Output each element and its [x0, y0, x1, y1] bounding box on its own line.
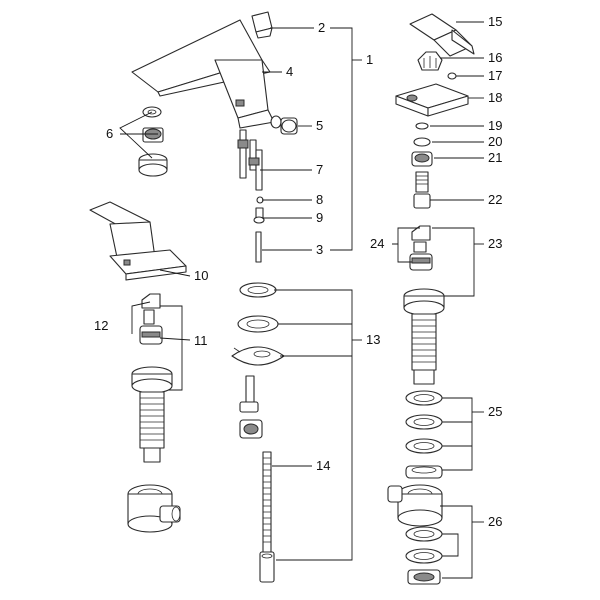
callout-11: 11 — [194, 333, 208, 348]
callout-7: 7 — [316, 162, 323, 177]
part-washer-set-25 — [405, 390, 443, 479]
part-spout-body — [131, 19, 275, 129]
part-valve-body-left — [131, 366, 173, 463]
part-aerator-6 — [138, 106, 168, 177]
callout-23: 23 — [488, 236, 502, 251]
callout-15: 15 — [488, 14, 502, 29]
callout-2: 2 — [318, 20, 325, 35]
callout-13: 13 — [366, 332, 380, 347]
part-threaded-stud-14 — [259, 451, 275, 583]
callout-8: 8 — [316, 192, 323, 207]
part-washer-20 — [413, 137, 431, 147]
part-cap-2 — [251, 11, 273, 39]
callout-20: 20 — [488, 134, 502, 149]
callout-18: 18 — [488, 90, 502, 105]
callout-22: 22 — [488, 192, 502, 207]
callout-24: 24 — [370, 236, 384, 251]
part-cartridge-11 — [139, 293, 163, 345]
leader-lines — [119, 21, 484, 579]
callout-5: 5 — [316, 118, 323, 133]
part-nut-21 — [411, 151, 433, 167]
part-connector-left — [127, 484, 181, 533]
part-valve-body-right — [403, 288, 445, 385]
callout-9: 9 — [316, 210, 323, 225]
part-screw-17 — [447, 72, 457, 80]
callout-16: 16 — [488, 50, 502, 65]
callout-10: 10 — [194, 268, 208, 283]
part-mounting-bracket — [239, 375, 263, 439]
part-spindle-22 — [413, 171, 431, 209]
callout-12: 12 — [94, 318, 108, 333]
callout-26: 26 — [488, 514, 502, 529]
part-connector-26 — [387, 484, 443, 585]
callout-17: 17 — [488, 68, 502, 83]
callout-21: 21 — [488, 150, 502, 165]
part-handle-15 — [409, 13, 475, 57]
part-gasket-set-13 — [231, 282, 285, 366]
callout-19: 19 — [488, 118, 502, 133]
part-rosette-18 — [395, 83, 469, 117]
part-handle-10 — [89, 201, 187, 281]
part-pull-rod-assembly-7 — [237, 129, 265, 263]
part-nut-5 — [270, 115, 298, 135]
callout-6: 6 — [106, 126, 113, 141]
callout-3: 3 — [316, 242, 323, 257]
callout-14: 14 — [316, 458, 330, 473]
callout-1: 1 — [366, 52, 373, 67]
part-cartridge-23 — [409, 225, 433, 271]
part-adapter-16 — [417, 51, 443, 71]
part-oring-19 — [415, 122, 429, 130]
callout-4: 4 — [286, 64, 293, 79]
callout-25: 25 — [488, 404, 502, 419]
